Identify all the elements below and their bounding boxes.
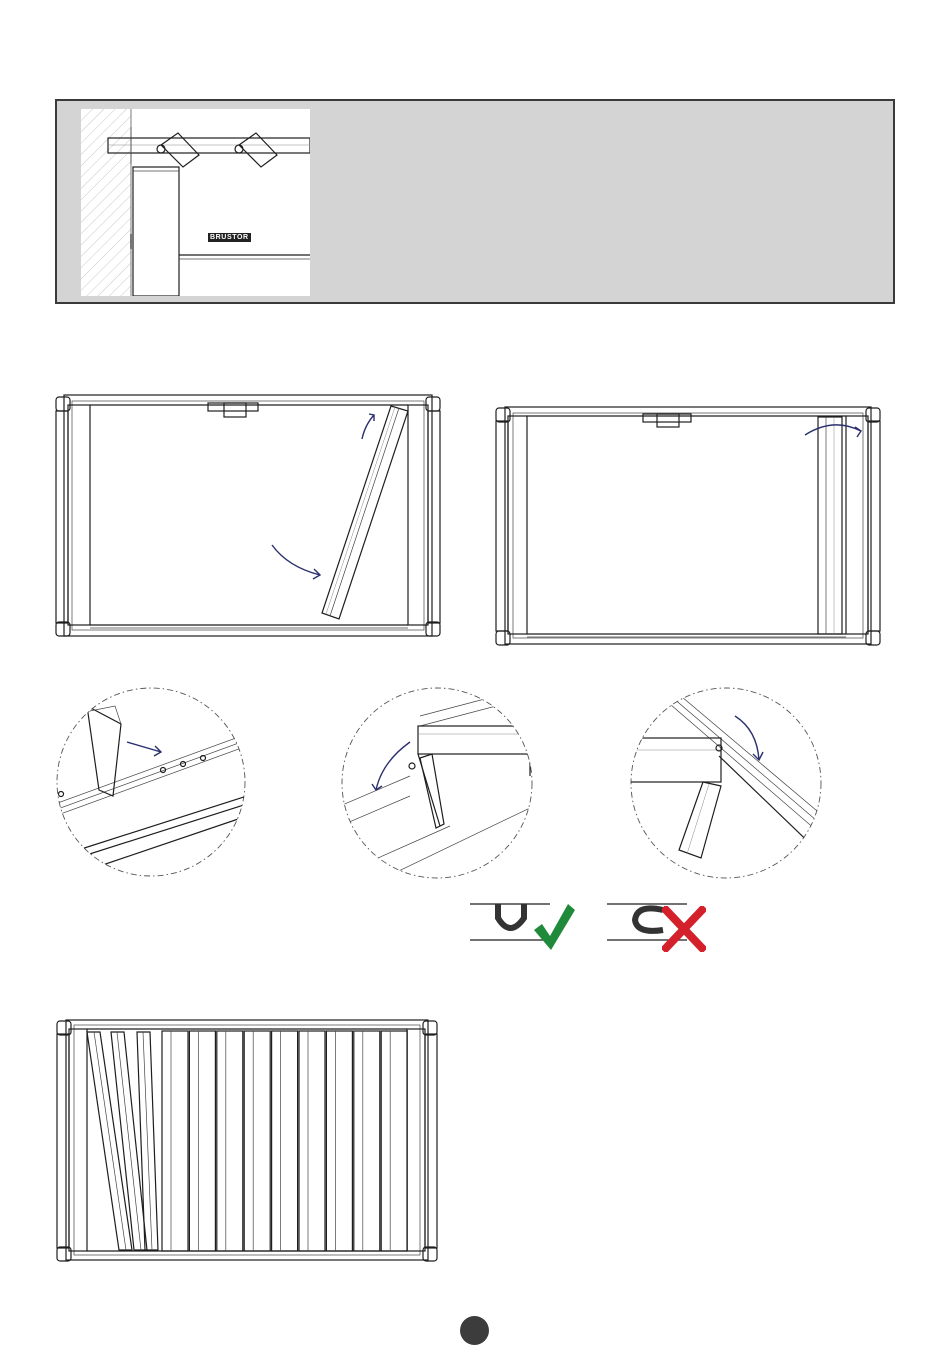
louvre-blade [299, 1031, 325, 1251]
page-number-badge [460, 1316, 489, 1345]
cross-icon [662, 906, 706, 952]
blade-slide-detail [55, 686, 247, 878]
louvre-blade [162, 1031, 188, 1251]
louvre-blade [189, 1031, 215, 1251]
blade-corner-tilt-detail [340, 686, 534, 880]
louvre-blade [326, 1031, 352, 1251]
blade-hook-detail [629, 686, 823, 880]
frame-blade-inserted-diagram [493, 405, 883, 648]
louvre-blade [244, 1031, 270, 1251]
header-inset-drawing [81, 109, 310, 296]
check-icon [532, 902, 576, 952]
frame-all-blades-diagram [54, 1018, 440, 1264]
louvre-blade [217, 1031, 243, 1251]
louvre-blade [354, 1031, 380, 1251]
brand-label: BRUSTOR [208, 233, 251, 242]
frame-tilted-blade-diagram [52, 393, 444, 640]
louvre-blade [272, 1031, 298, 1251]
louvre-blade [381, 1031, 407, 1251]
